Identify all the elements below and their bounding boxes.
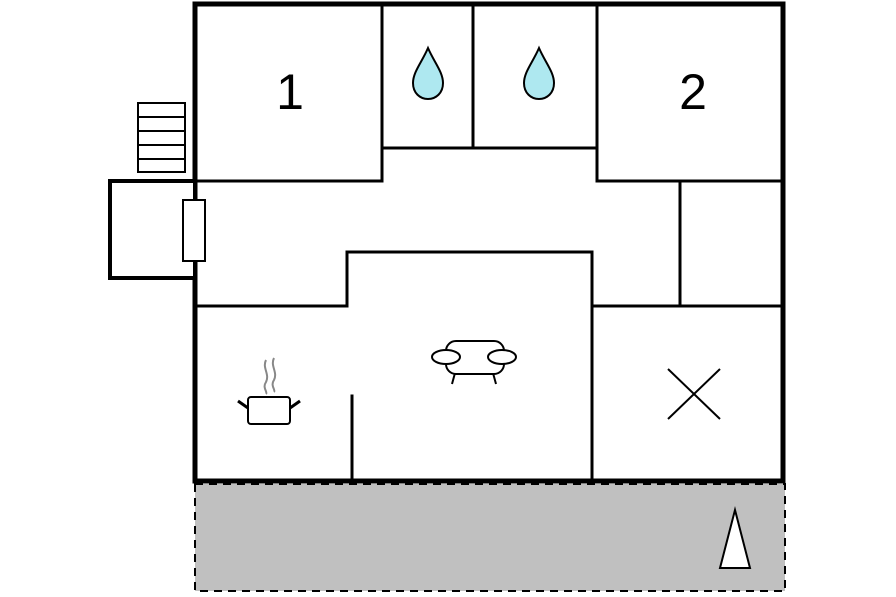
cross-icon [667, 368, 721, 420]
room-label-2: 2 [679, 64, 707, 120]
terrace [194, 483, 786, 592]
cooking-pot-icon [237, 357, 301, 425]
water-drop-icon [411, 45, 445, 101]
room-label-1: 1 [276, 64, 304, 120]
interior-walls [193, 2, 785, 483]
door-icon [182, 199, 206, 262]
sofa-icon [431, 340, 517, 385]
water-drop-icon [522, 45, 556, 101]
entrance-porch [108, 179, 197, 280]
stairs-icon [137, 102, 186, 173]
north-arrow-icon [718, 506, 752, 569]
